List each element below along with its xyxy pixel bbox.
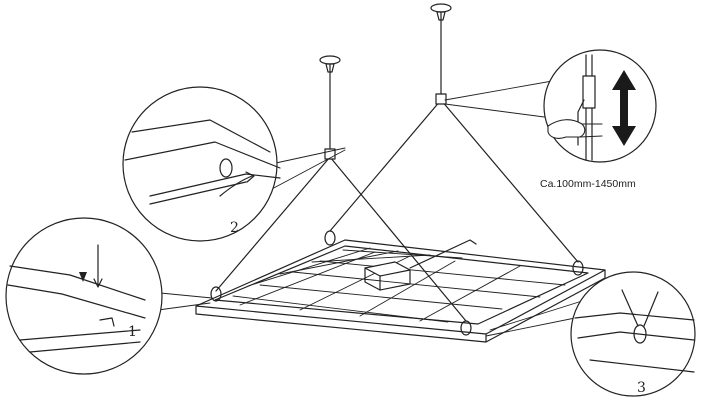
ceiling-hook-icon [319, 3, 452, 73]
height-range-caption: Ca.100mm-1450mm [540, 178, 636, 190]
wire-loops [210, 230, 584, 336]
step-label-1: 1 [128, 324, 137, 340]
callout-lines [149, 79, 599, 337]
panel-frame [195, 239, 606, 343]
suspension-wires [215, 11, 579, 322]
step-label-3: 3 [637, 380, 646, 396]
detail-circle-2 [122, 86, 281, 242]
detail-circle-1 [5, 217, 163, 375]
detail-circle-3 [570, 271, 696, 397]
detail-circle-height [543, 49, 657, 163]
double-arrow-icon [612, 70, 636, 146]
hand-icon [547, 119, 603, 139]
driver-box [364, 239, 477, 291]
wire-grippers [324, 93, 447, 160]
screw-icon [79, 272, 87, 282]
panel-grid [232, 247, 566, 323]
step-label-2: 2 [230, 220, 239, 236]
